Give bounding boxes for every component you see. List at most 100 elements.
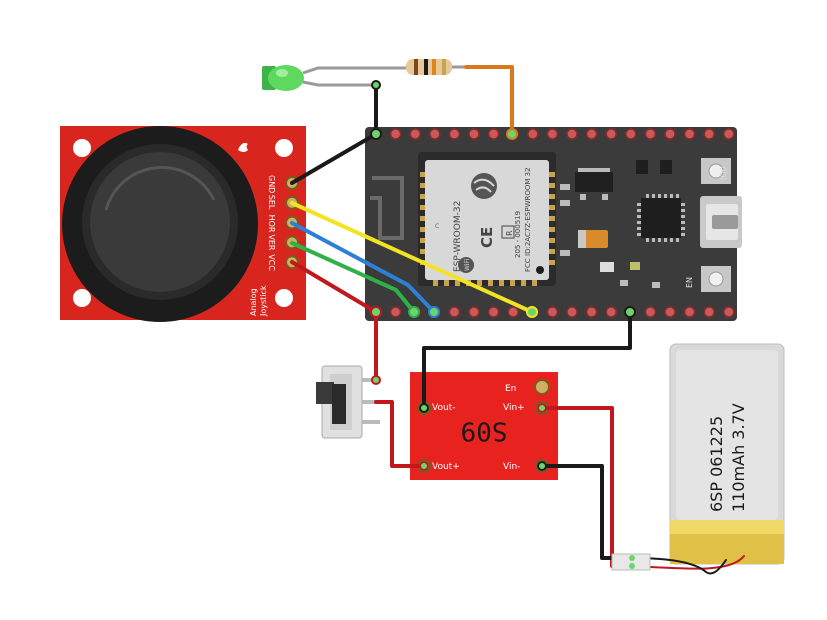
battery-red-lead [631, 555, 745, 570]
voltage-regulator [575, 172, 613, 192]
module-pads [420, 172, 555, 286]
led-anode-lead [302, 66, 408, 75]
en-button [701, 266, 731, 292]
mount-hole [275, 139, 293, 157]
wires [290, 65, 745, 575]
header-pin [448, 306, 461, 318]
boot-button [701, 158, 731, 184]
wire-joystick-gnd [290, 132, 378, 185]
antenna-trace [370, 176, 404, 240]
header-pin [664, 306, 676, 318]
wire-resistor-gpio [464, 65, 514, 136]
joystick-caption-line2: Joystick [259, 285, 268, 317]
sparkfun-logo-icon [238, 142, 248, 152]
led [262, 65, 408, 91]
joystick-pin-label: VCC [267, 254, 276, 271]
header-pin [468, 128, 480, 140]
converter-chip-label: S09 [461, 416, 508, 446]
svg-text:WiFi: WiFi [464, 259, 471, 271]
header-pin [644, 128, 657, 140]
usb-uart-chip [641, 198, 681, 238]
wifi-mark-icon: WiFi [458, 257, 474, 273]
header-pin [468, 306, 480, 318]
esp32-board: ESP-WROOM-32 FCC ID:2AC7Z-ESPWROOM 32 20… [365, 127, 742, 321]
header-pin [683, 306, 696, 318]
r-mark-icon: R [501, 225, 515, 239]
module-shield [425, 160, 549, 280]
header-pin [487, 306, 500, 318]
header-pin [546, 128, 559, 140]
module-c-mark: C [435, 223, 439, 230]
header-pin [527, 128, 539, 140]
header-pin [507, 306, 519, 318]
header-pin [605, 128, 617, 140]
wire-switch-vout [374, 400, 426, 468]
header-pin [625, 128, 637, 140]
header-pin [487, 128, 500, 140]
header-pin [409, 128, 421, 140]
ce-mark-text: CE [478, 227, 496, 248]
header-pin [585, 306, 598, 318]
header-pin [683, 128, 696, 140]
wire-gnd-vout-minus [422, 310, 632, 410]
joystick-pin-label: HOR [267, 215, 276, 233]
header-pin [566, 306, 578, 318]
mount-hole [73, 139, 91, 157]
pin-vout-plus-label: Vout+ [432, 462, 460, 472]
module-name-text: ESP-WROOM-32 [453, 201, 463, 272]
pin-vin-plus-label: Vin+ [503, 403, 525, 413]
resistor [406, 59, 466, 75]
led-cathode-lead [302, 80, 376, 87]
wire-joystick-ver [290, 241, 416, 314]
joystick-cap [90, 152, 230, 292]
joystick-pin-label: VER [267, 234, 276, 251]
joystick-pin-label: SEL [267, 195, 276, 210]
pin-en-label: En [505, 384, 516, 394]
header-pin [566, 128, 578, 140]
header-pin [723, 306, 735, 318]
esp-wroom-module: ESP-WROOM-32 FCC ID:2AC7Z-ESPWROOM 32 20… [418, 152, 556, 286]
battery-connector [611, 553, 651, 571]
lipo-battery: 6SP 061225 110mAh 3.7V [669, 343, 785, 565]
header-pin [605, 306, 617, 318]
en-pad [534, 379, 550, 395]
header-pin [429, 128, 441, 140]
battery-label-line1: 6SP 061225 [707, 416, 726, 512]
header-pin [546, 306, 559, 318]
usb-port [700, 196, 742, 248]
svg-text:R: R [505, 230, 514, 236]
header-pin [389, 128, 402, 140]
header-pin [644, 306, 657, 318]
header-pin [448, 128, 461, 140]
boost-converter: En Vout- Vin+ Vout+ Vin- S09 [410, 372, 558, 480]
pin-vin-minus-label: Vin- [503, 462, 520, 472]
header-pin [664, 128, 676, 140]
header-pin [585, 128, 598, 140]
header-pin [703, 128, 715, 140]
battery-label-line2: 110mAh 3.7V [729, 403, 748, 512]
header-pin [723, 128, 735, 140]
pin-vout-minus-label: Vout- [432, 403, 455, 413]
wire-pads [370, 80, 636, 569]
mount-hole [73, 289, 91, 307]
wire-joystick-vcc [290, 260, 378, 314]
en-label: EN [685, 277, 694, 288]
battery-black-lead [631, 557, 727, 575]
converter-pcb [410, 372, 558, 480]
pin1-marker-icon [536, 266, 544, 274]
joystick-caption-line1: Analog [249, 288, 258, 316]
mount-hole [275, 289, 293, 307]
slide-switch [316, 365, 380, 439]
fcc-id-text: FCC ID:2AC7Z-ESPWROOM 32 [524, 167, 532, 272]
espressif-logo-icon [471, 173, 497, 199]
boot-label: IO0 [719, 166, 728, 180]
wire-joystick-hor [290, 221, 436, 314]
header-pin [703, 306, 715, 318]
cert-id-text: 205 - 000519 [514, 211, 522, 258]
joystick-pin-label: GND [267, 175, 276, 193]
esp32-components: IO0 EN [560, 158, 742, 292]
wire-joystick-sel [290, 201, 534, 314]
header-pin [389, 306, 402, 318]
